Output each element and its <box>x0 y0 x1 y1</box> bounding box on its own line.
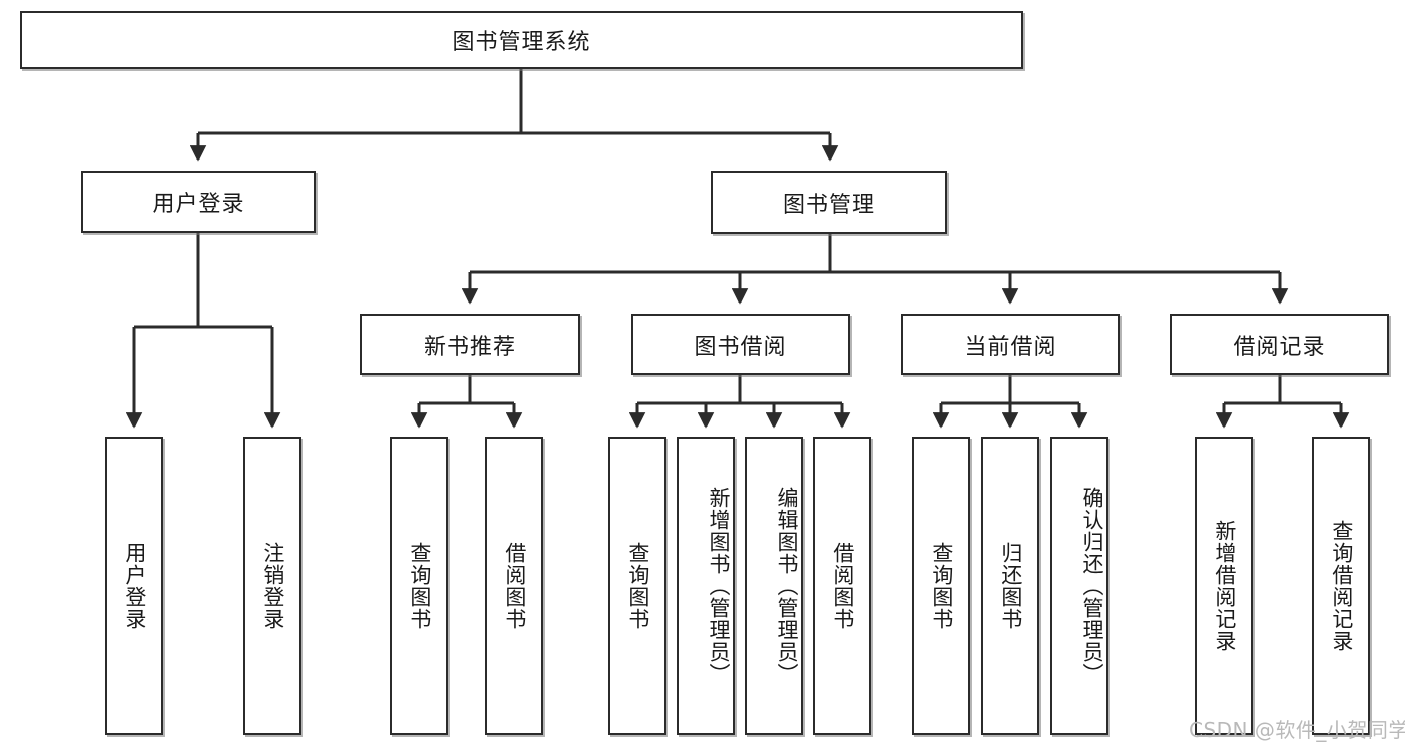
node-label: 查询图书 <box>625 542 650 630</box>
node-label: 注销登录 <box>260 542 285 630</box>
node-label: 借阅记录 <box>1233 334 1326 360</box>
leaf-book-borrow-add-book[interactable]: 新增图书（管理员） <box>677 437 735 735</box>
node-label: 编辑图书（管理员） <box>775 487 799 685</box>
node-label: 新增图书（管理员） <box>707 487 731 685</box>
node-label: 当前借阅 <box>964 334 1057 360</box>
node-label: 图书管理 <box>782 192 875 218</box>
leaf-borrow-record-query-record[interactable]: 查询借阅记录 <box>1312 437 1370 735</box>
node-label: 确认归还（管理员） <box>1080 487 1104 685</box>
node-label: 查询借阅记录 <box>1329 520 1354 652</box>
node-label: 借阅图书 <box>502 542 527 630</box>
node-book-management[interactable]: 图书管理 <box>711 171 947 234</box>
node-label: 归还图书 <box>998 542 1023 630</box>
node-label: 图书借阅 <box>694 334 787 360</box>
leaf-new-book-query-book[interactable]: 查询图书 <box>390 437 448 735</box>
leaf-current-borrow-confirm-return[interactable]: 确认归还（管理员） <box>1050 437 1108 735</box>
leaf-book-borrow-query-book[interactable]: 查询图书 <box>608 437 666 735</box>
leaf-book-borrow-edit-book[interactable]: 编辑图书（管理员） <box>745 437 803 735</box>
node-borrow-record[interactable]: 借阅记录 <box>1170 314 1389 375</box>
node-new-book-recommend[interactable]: 新书推荐 <box>360 314 580 375</box>
leaf-new-book-borrow-book[interactable]: 借阅图书 <box>485 437 543 735</box>
leaf-user-login-login[interactable]: 用户登录 <box>105 437 163 735</box>
leaf-current-borrow-return-book[interactable]: 归还图书 <box>981 437 1039 735</box>
node-label: 用户登录 <box>152 192 245 217</box>
leaf-user-login-logout[interactable]: 注销登录 <box>243 437 301 735</box>
node-label: 查询图书 <box>929 542 954 630</box>
node-label: 用户登录 <box>122 542 147 630</box>
node-label: 查询图书 <box>407 542 432 630</box>
node-user-login[interactable]: 用户登录 <box>81 171 316 233</box>
leaf-borrow-record-add-record[interactable]: 新增借阅记录 <box>1195 437 1253 735</box>
node-label: 新书推荐 <box>423 334 516 360</box>
node-book-borrow[interactable]: 图书借阅 <box>631 314 850 375</box>
node-label: 新增借阅记录 <box>1212 520 1237 652</box>
node-current-borrow[interactable]: 当前借阅 <box>901 314 1120 375</box>
leaf-current-borrow-query-book[interactable]: 查询图书 <box>912 437 970 735</box>
node-root-book-management-system[interactable]: 图书管理系统 <box>20 11 1023 69</box>
leaf-book-borrow-borrow-book[interactable]: 借阅图书 <box>813 437 871 735</box>
node-label: 借阅图书 <box>830 542 855 630</box>
node-label: 图书管理系统 <box>452 30 591 55</box>
